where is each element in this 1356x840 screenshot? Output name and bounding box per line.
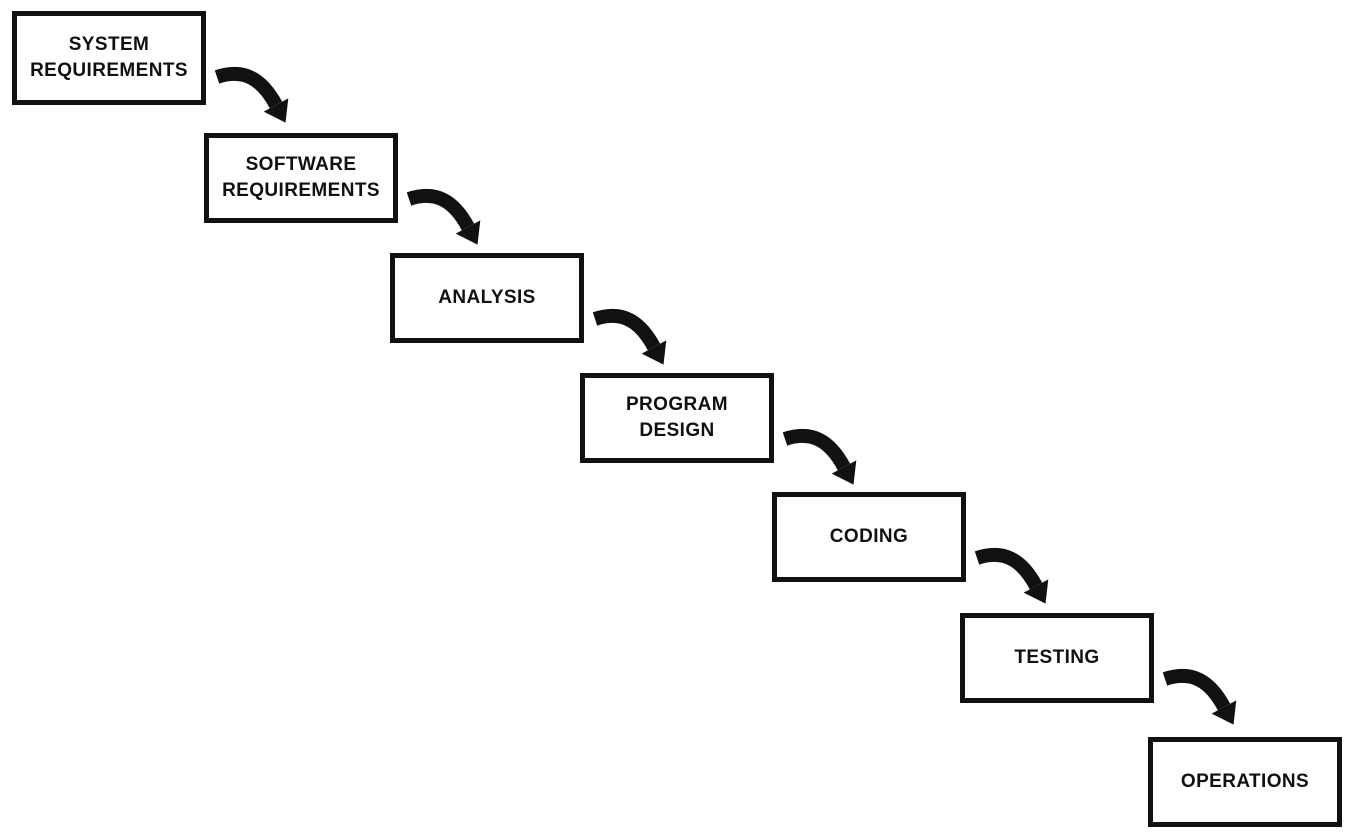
step-label-coding: CODING (829, 526, 909, 548)
step-box-analysis: ANALYSIS (390, 253, 584, 343)
step-box-coding: CODING (772, 492, 966, 582)
step-label-operations: OPERATIONS (1180, 771, 1310, 793)
curved-arrow-down-right-icon (592, 308, 667, 365)
step-label-system-requirements: SYSTEM REQUIREMENTS (30, 34, 188, 81)
curved-arrow-down-right-icon (214, 66, 289, 123)
step-box-operations: OPERATIONS (1148, 737, 1342, 827)
step-box-program-design: PROGRAM DESIGN (580, 373, 774, 463)
curved-arrow-down-right-icon (406, 188, 481, 245)
step-label-analysis: ANALYSIS (438, 287, 536, 309)
step-label-software-requirements: SOFTWARE REQUIREMENTS (222, 154, 380, 201)
curved-arrow-down-right-icon (974, 547, 1049, 604)
step-box-software-requirements: SOFTWARE REQUIREMENTS (204, 133, 398, 223)
step-box-system-requirements: SYSTEM REQUIREMENTS (12, 11, 206, 105)
curved-arrow-down-right-icon (1162, 668, 1237, 725)
step-box-testing: TESTING (960, 613, 1154, 703)
step-label-program-design: PROGRAM DESIGN (625, 394, 729, 441)
step-label-testing: TESTING (1014, 647, 1100, 669)
curved-arrow-down-right-icon (782, 428, 857, 485)
